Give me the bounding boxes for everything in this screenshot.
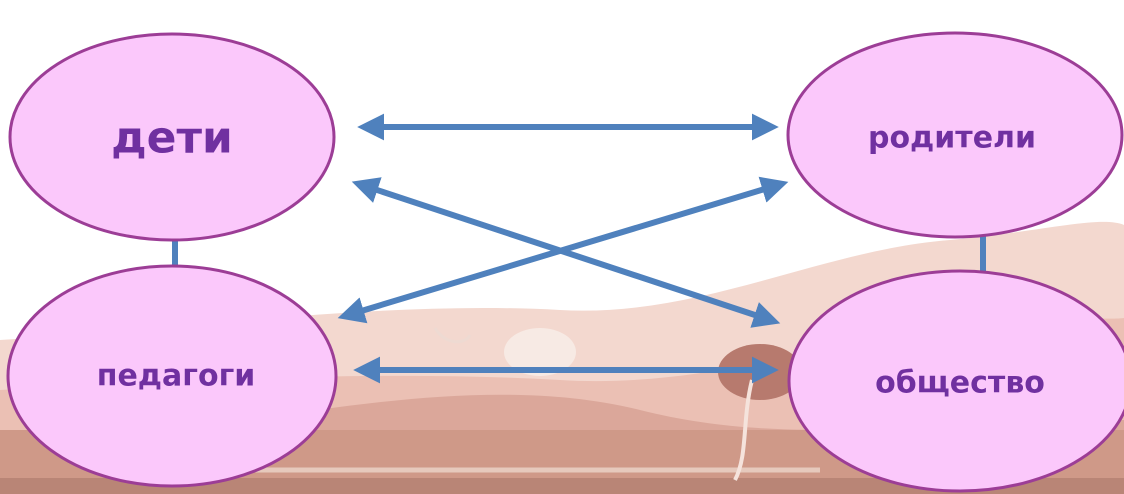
node-society <box>787 269 1124 493</box>
node-parents <box>786 31 1124 239</box>
node-parents-label: родители <box>867 120 1037 156</box>
node-children <box>8 32 336 242</box>
node-teachers-label: педагоги <box>96 358 256 394</box>
node-children-label: дети <box>111 112 233 164</box>
arrow-parents-teachers <box>337 176 789 324</box>
node-teachers <box>6 264 338 488</box>
node-society-label: общество <box>875 365 1045 401</box>
